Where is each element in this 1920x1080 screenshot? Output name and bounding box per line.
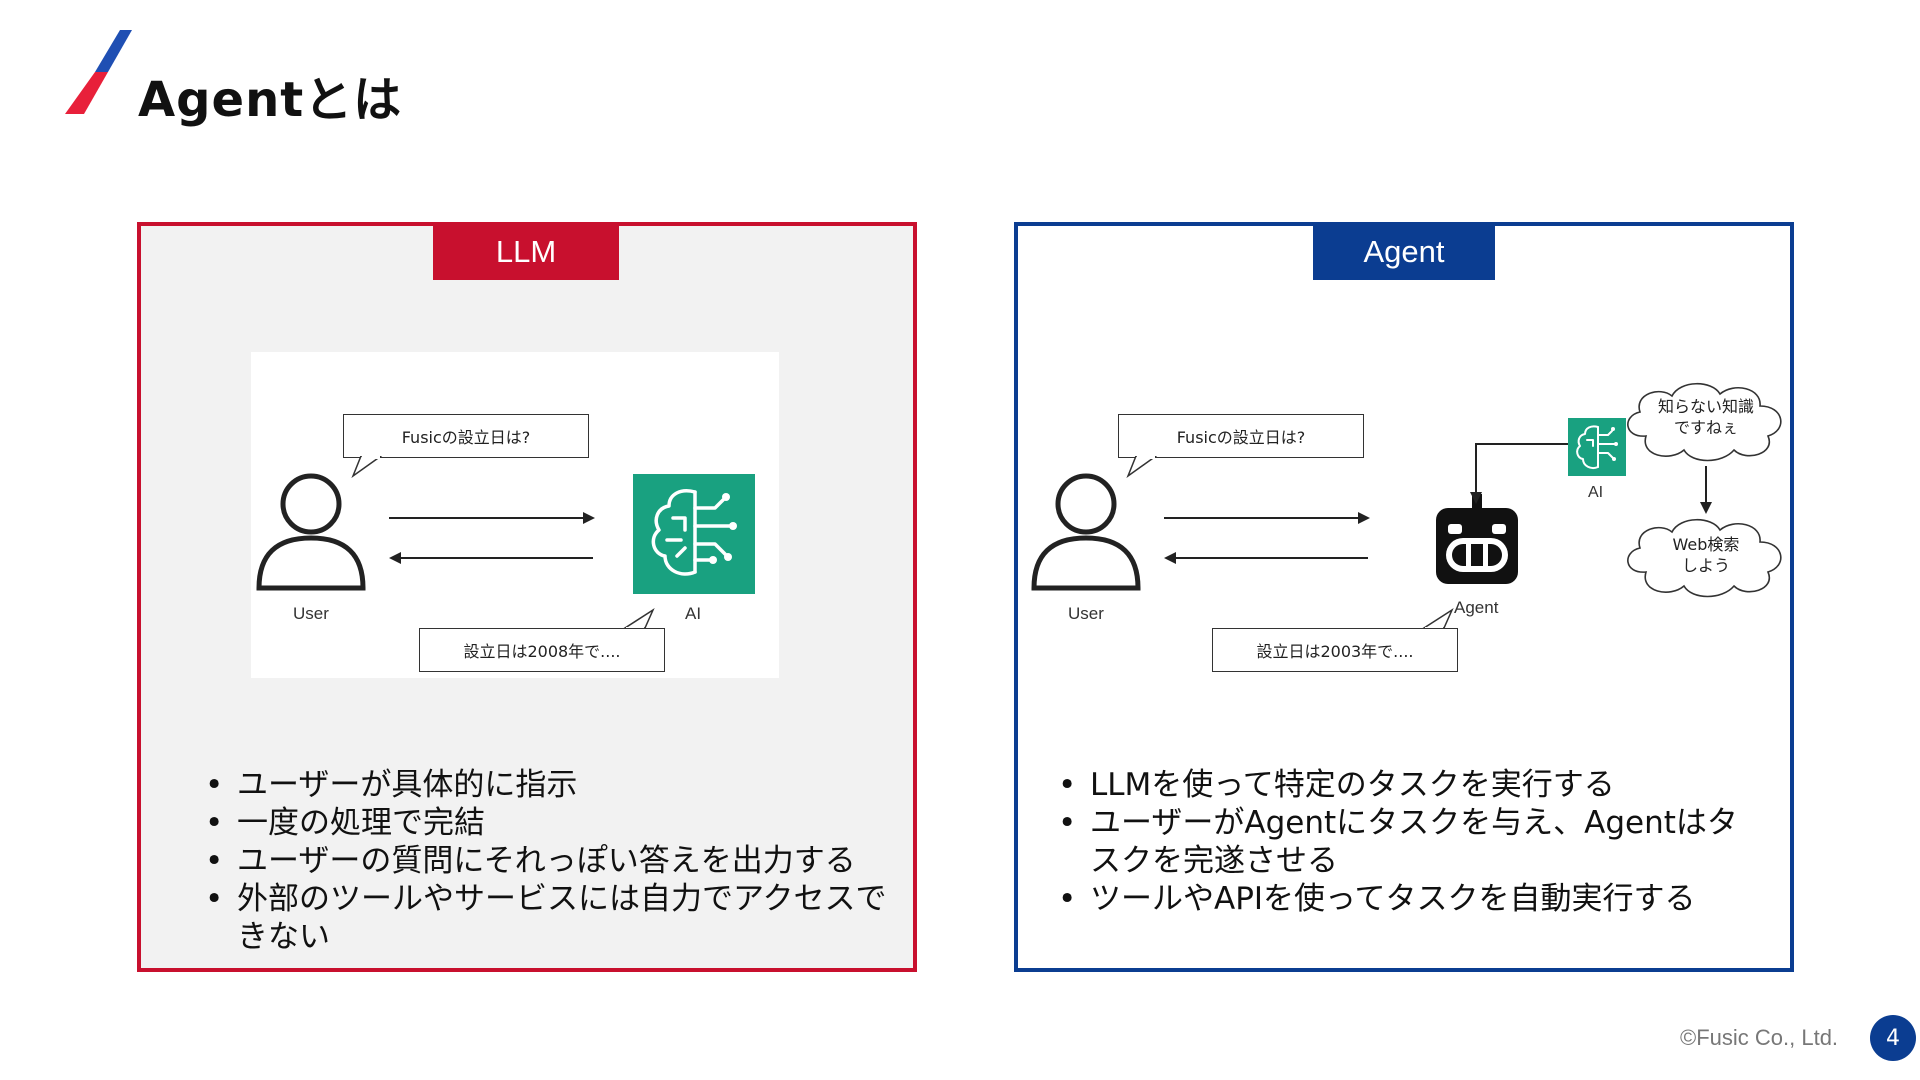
copyright-text: ©Fusic Co., Ltd. bbox=[1680, 1025, 1839, 1050]
request-response-arrows bbox=[389, 512, 595, 564]
list-item: ユーザーの質問にそれっぽい答えを出力する bbox=[201, 842, 891, 880]
page-title: Agentとは bbox=[138, 72, 403, 128]
thought-text-web-search: Web検索 しよう bbox=[1672, 535, 1740, 575]
agent-diagram: Fusicの設立日は? User Agent bbox=[1018, 352, 1790, 678]
ai-to-agent-connector bbox=[1470, 443, 1570, 504]
question-bubble: Fusicの設立日は? bbox=[1118, 414, 1364, 458]
answer-bubble: 設立日は2008年で.... bbox=[419, 628, 665, 672]
list-item: 外部のツールやサービスには自力でアクセスできない bbox=[201, 880, 891, 956]
bubble-tail bbox=[1421, 608, 1454, 630]
answer-bubble: 設立日は2003年で.... bbox=[1212, 628, 1458, 672]
llm-bullet-list: ユーザーが具体的に指示 一度の処理で完結 ユーザーの質問にそれっぽい答えを出力す… bbox=[201, 766, 891, 956]
agent-bullet-list: LLMを使って特定のタスクを実行する ユーザーがAgentにタスクを与え、Age… bbox=[1054, 766, 1754, 918]
agent-tag: Agent bbox=[1313, 224, 1495, 280]
question-bubble: Fusicの設立日は? bbox=[343, 414, 589, 458]
list-item: ユーザーがAgentにタスクを与え、Agentはタスクを完遂させる bbox=[1054, 804, 1754, 880]
user-label: User bbox=[1068, 604, 1104, 623]
bubble-tail bbox=[351, 456, 383, 478]
bubble-tail bbox=[622, 608, 655, 630]
thought-cloud bbox=[1627, 383, 1782, 462]
ai-label: AI bbox=[685, 604, 702, 623]
llm-panel: LLM Fusicの設立日は? User bbox=[137, 222, 917, 972]
page-number-badge: 4 bbox=[1870, 1015, 1916, 1061]
ai-brain-icon bbox=[633, 474, 755, 594]
list-item: ツールやAPIを使ってタスクを自動実行する bbox=[1054, 880, 1754, 918]
request-response-arrows bbox=[1164, 512, 1370, 564]
llm-diagram: Fusicの設立日は? User bbox=[251, 352, 779, 678]
thought-text-unknown: 知らない知識 ですねぇ bbox=[1657, 397, 1754, 437]
thought-cloud bbox=[1627, 519, 1782, 598]
ai-brain-icon bbox=[1568, 418, 1626, 476]
agent-panel: Agent Fusicの設立日は? User bbox=[1014, 222, 1794, 972]
down-arrow bbox=[1700, 466, 1712, 514]
brand-slash-logo bbox=[65, 30, 132, 114]
list-item: LLMを使って特定のタスクを実行する bbox=[1054, 766, 1754, 804]
user-icon bbox=[1031, 473, 1141, 591]
list-item: ユーザーが具体的に指示 bbox=[201, 766, 891, 804]
bubble-tail bbox=[1126, 456, 1158, 478]
user-label: User bbox=[293, 604, 329, 623]
llm-tag: LLM bbox=[433, 224, 619, 280]
robot-agent-icon bbox=[1436, 494, 1518, 584]
user-icon bbox=[256, 473, 366, 591]
list-item: 一度の処理で完結 bbox=[201, 804, 891, 842]
ai-label: AI bbox=[1588, 484, 1604, 501]
agent-label: Agent bbox=[1454, 598, 1499, 617]
